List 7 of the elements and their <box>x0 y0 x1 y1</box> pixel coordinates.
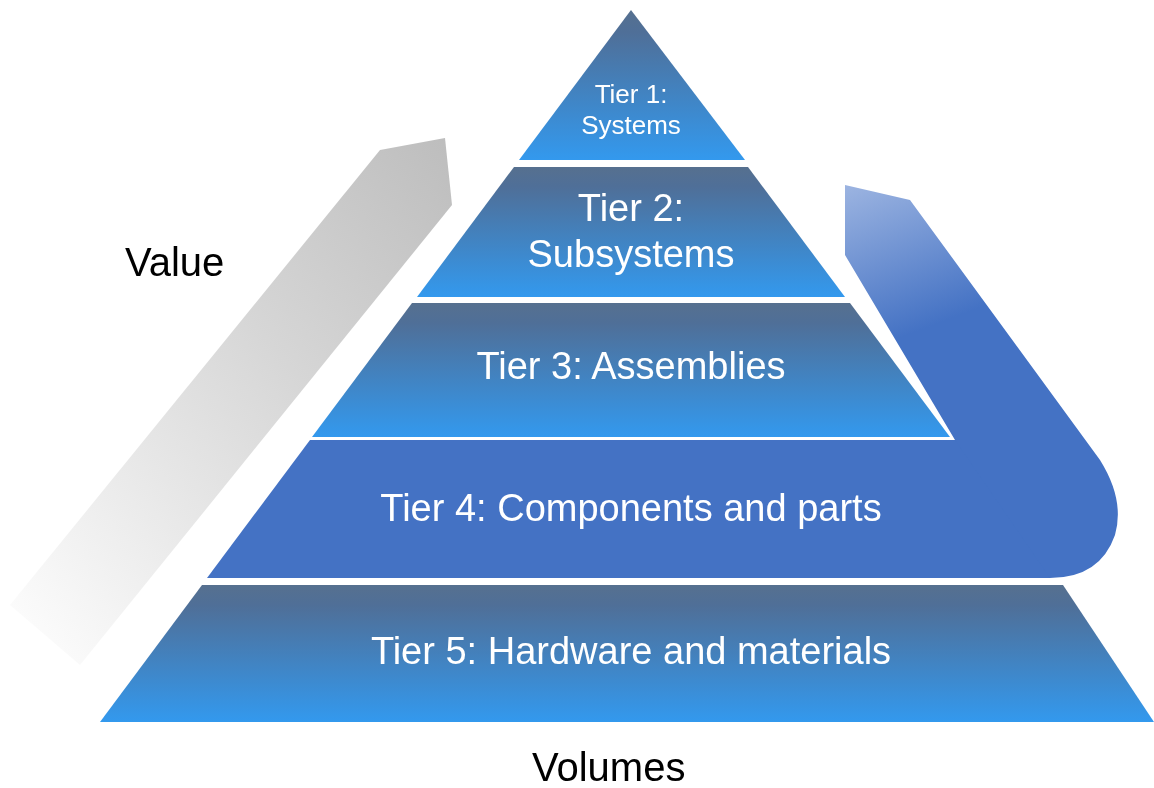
tier-label: Tier 3: Assemblies <box>475 344 787 390</box>
tier-label: Tier 4: Components and parts <box>379 486 883 532</box>
axis-label: Volumes <box>532 745 686 788</box>
tier-label: Tier 2: Subsystems <box>526 186 736 277</box>
tier-label: Tier 5: Hardware and materials <box>369 629 893 675</box>
tier-label: Tier 1: Systems <box>580 78 682 142</box>
axis-label: Value <box>125 240 225 285</box>
